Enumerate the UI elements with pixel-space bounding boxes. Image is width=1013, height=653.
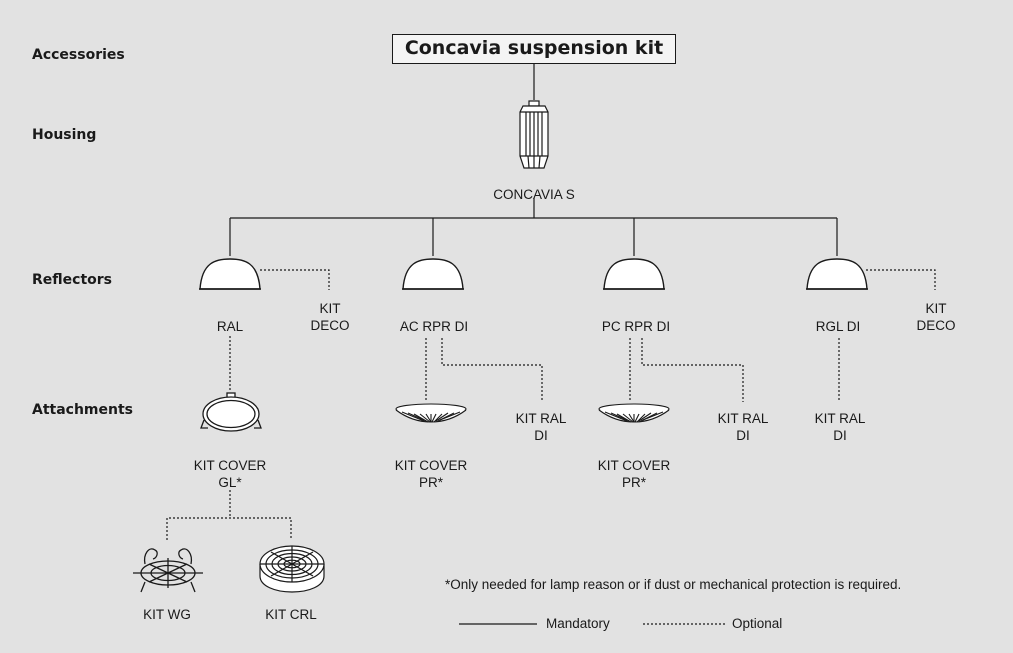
- reflector-dome-icon: [402, 258, 464, 290]
- reflector-dome-icon: [806, 258, 868, 290]
- reflector-label-pc-rpr-di: PC RPR DI: [601, 319, 671, 334]
- prismatic-cover-icon: [598, 403, 670, 423]
- glass-cover-icon: [200, 392, 262, 432]
- reflector-dome-icon: [199, 258, 261, 290]
- pc-rpr-to-kit-ral-line: [641, 338, 744, 402]
- housing-label: CONCAVIA S: [493, 187, 575, 202]
- ral-to-kit-deco-line: [260, 269, 330, 290]
- reflector-dome-icon: [603, 258, 665, 290]
- reflector-label-rgl-di: RGL DI: [815, 319, 861, 334]
- kit-wg-label: KIT WG: [143, 607, 191, 622]
- row-label-reflectors: Reflectors: [32, 272, 112, 288]
- legend-optional-label: Optional: [732, 616, 783, 631]
- reflector-label-ac-rpr-di: AC RPR DI: [399, 319, 469, 334]
- ac-rpr-to-kit-ral-line: [441, 338, 543, 402]
- kit-crl-label: KIT CRL: [265, 607, 317, 622]
- row-label-accessories: Accessories: [32, 47, 125, 63]
- footnote: *Only needed for lamp reason or if dust …: [445, 577, 902, 592]
- cover-gl-branch-line: [166, 517, 292, 540]
- row-label-housing: Housing: [32, 127, 97, 143]
- reflector-label-ral: RAL: [216, 319, 244, 334]
- lamp-housing-icon: [519, 100, 549, 169]
- diagram-title: Concavia suspension kit: [392, 34, 676, 64]
- wire-guard-icon: [133, 548, 203, 593]
- prismatic-cover-icon: [395, 403, 467, 423]
- rgl-to-kit-deco-line: [866, 269, 936, 290]
- louvre-grid-icon: [259, 545, 325, 593]
- legend-mandatory-label: Mandatory: [546, 616, 610, 631]
- row-label-attachments: Attachments: [32, 402, 134, 418]
